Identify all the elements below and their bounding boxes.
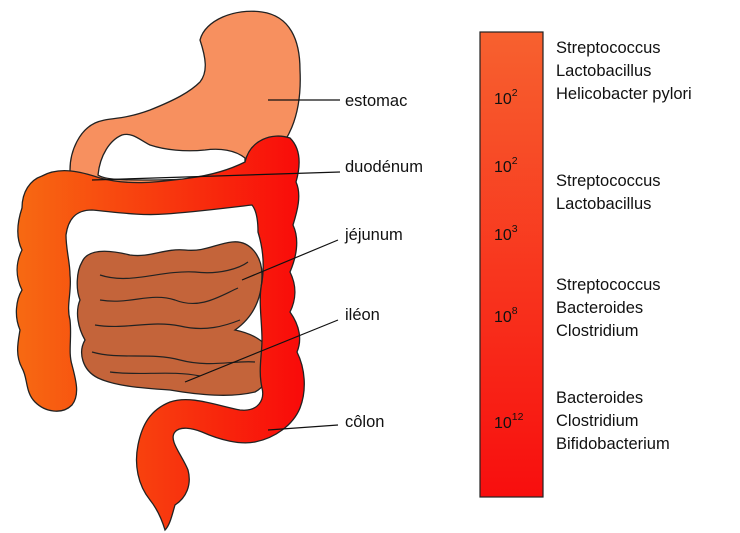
label-duodenum: duodénum — [345, 158, 423, 176]
label-ileum: iléon — [345, 306, 380, 324]
label-jejunum: jéjunum — [344, 226, 403, 244]
bacteria-name: Bifidobacterium — [556, 435, 670, 453]
bacteria-name: Helicobacter pylori — [556, 85, 692, 103]
bacteria-name: Streptococcus — [556, 172, 661, 190]
bacteria-list-ileum: Streptococcus Bacteroides Clostridium — [556, 276, 661, 340]
bacteria-name: Streptococcus — [556, 39, 661, 57]
bacteria-name: Clostridium — [556, 412, 639, 430]
bacteria-list-colon: Bacteroides Clostridium Bifidobacterium — [556, 389, 670, 453]
small-intestine-shape — [77, 242, 271, 395]
bacteria-list-small-intestine: Streptococcus Lactobacillus — [556, 172, 661, 213]
label-colon: côlon — [345, 413, 384, 431]
bacteria-list-stomach: Streptococcus Lactobacillus Helicobacter… — [556, 39, 692, 103]
bacteria-name: Bacteroides — [556, 299, 643, 317]
label-estomac: estomac — [345, 92, 407, 110]
bacteria-name: Lactobacillus — [556, 62, 651, 80]
bacteria-name: Streptococcus — [556, 276, 661, 294]
bacteria-name: Lactobacillus — [556, 195, 651, 213]
bacteria-name: Clostridium — [556, 322, 639, 340]
bacteria-name: Bacteroides — [556, 389, 643, 407]
